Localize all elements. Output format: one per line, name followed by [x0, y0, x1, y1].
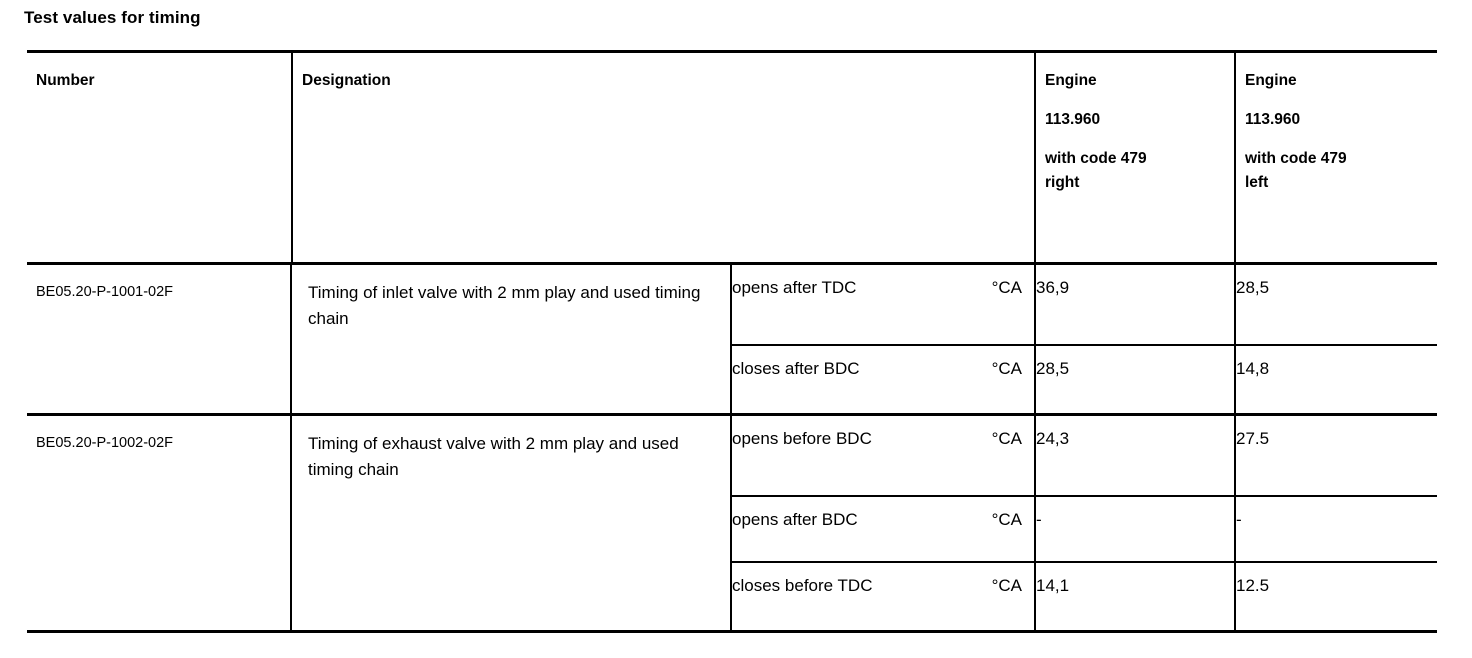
table-row-group-1: BE05.20-P-1001-02F Timing of inlet valve…	[27, 265, 1437, 416]
engine-left-line-3: with code 479	[1245, 150, 1347, 168]
measurement-row: closes after BDC °CA 28,5 14,8	[732, 344, 1437, 413]
engine-right-line-3: with code 479	[1045, 150, 1147, 168]
measurement-unit: °CA	[991, 510, 1022, 529]
table-row-group-2: BE05.20-P-1002-02F Timing of exhaust val…	[27, 416, 1437, 630]
header-row: Number Designation Engine 113.960 with c…	[27, 51, 1437, 265]
page-title: Test values for timing	[24, 8, 201, 27]
engine-right-line-2: 113.960	[1045, 111, 1101, 129]
engine-left-line-4: left	[1245, 174, 1269, 192]
row-1-number: BE05.20-P-1001-02F	[27, 265, 292, 413]
measurement-unit: °CA	[991, 576, 1022, 595]
value-engine-left: 12.5	[1234, 561, 1437, 630]
measurement-row: opens after TDC °CA 36,9 28,5	[732, 265, 1437, 345]
column-header-designation: Designation	[292, 51, 1036, 265]
value-engine-left: 14,8	[1234, 344, 1437, 413]
engine-right-line-4: right	[1045, 174, 1080, 192]
column-header-designation-label: Designation	[302, 72, 391, 89]
measurement-unit: °CA	[991, 429, 1022, 448]
column-header-number: Number	[27, 51, 293, 265]
measurement-label: opens after BDC	[732, 510, 858, 529]
measurement-label-cell: opens after BDC °CA	[732, 495, 1035, 562]
test-values-table-wrapper: Number Designation Engine 113.960 with c…	[27, 50, 1437, 633]
measurement-unit: °CA	[991, 278, 1022, 297]
value-engine-left: -	[1234, 495, 1437, 562]
column-header-number-label: Number	[36, 72, 95, 89]
row-2-measurements: opens before BDC °CA 24,3 27.5	[732, 416, 1437, 630]
measurement-label-cell: closes after BDC °CA	[732, 344, 1035, 413]
measurement-label: opens after TDC	[732, 278, 857, 297]
measurement-label: opens before BDC	[732, 429, 872, 448]
table-row: BE05.20-P-1001-02F Timing of inlet valve…	[27, 264, 1437, 632]
value-engine-right: 36,9	[1034, 265, 1235, 345]
measurement-row: closes before TDC °CA 14,1 12.5	[732, 561, 1437, 630]
value-engine-right: 24,3	[1034, 416, 1235, 496]
measurement-label-cell: closes before TDC °CA	[732, 561, 1035, 630]
row-1-measurements: opens after TDC °CA 36,9 28,5	[732, 265, 1437, 413]
value-engine-right: 28,5	[1034, 344, 1235, 413]
measurement-row: opens after BDC °CA - -	[732, 495, 1437, 562]
measurement-label: closes after BDC	[732, 359, 860, 378]
measurement-label-cell: opens before BDC °CA	[732, 416, 1035, 496]
value-engine-right: 14,1	[1034, 561, 1235, 630]
row-2-number: BE05.20-P-1002-02F	[27, 416, 292, 630]
column-header-engine-left: Engine 113.960 with code 479 left	[1235, 51, 1437, 265]
row-2-designation: Timing of exhaust valve with 2 mm play a…	[292, 416, 732, 630]
row-1-designation: Timing of inlet valve with 2 mm play and…	[292, 265, 732, 413]
column-header-engine-right: Engine 113.960 with code 479 right	[1035, 51, 1236, 265]
value-engine-left: 28,5	[1234, 265, 1437, 345]
engine-left-line-2: 113.960	[1245, 111, 1301, 129]
test-values-table: Number Designation Engine 113.960 with c…	[27, 50, 1437, 633]
value-engine-left: 27.5	[1234, 416, 1437, 496]
measurement-row: opens before BDC °CA 24,3 27.5	[732, 416, 1437, 496]
measurement-unit: °CA	[991, 359, 1022, 378]
engine-left-line-1: Engine	[1245, 72, 1297, 89]
measurement-label: closes before TDC	[732, 576, 873, 595]
table-header: Number Designation Engine 113.960 with c…	[27, 51, 1437, 265]
measurement-label-cell: opens after TDC °CA	[732, 265, 1035, 345]
table-body: BE05.20-P-1001-02F Timing of inlet valve…	[27, 264, 1437, 632]
value-engine-right: -	[1034, 495, 1235, 562]
engine-right-line-1: Engine	[1045, 72, 1097, 89]
